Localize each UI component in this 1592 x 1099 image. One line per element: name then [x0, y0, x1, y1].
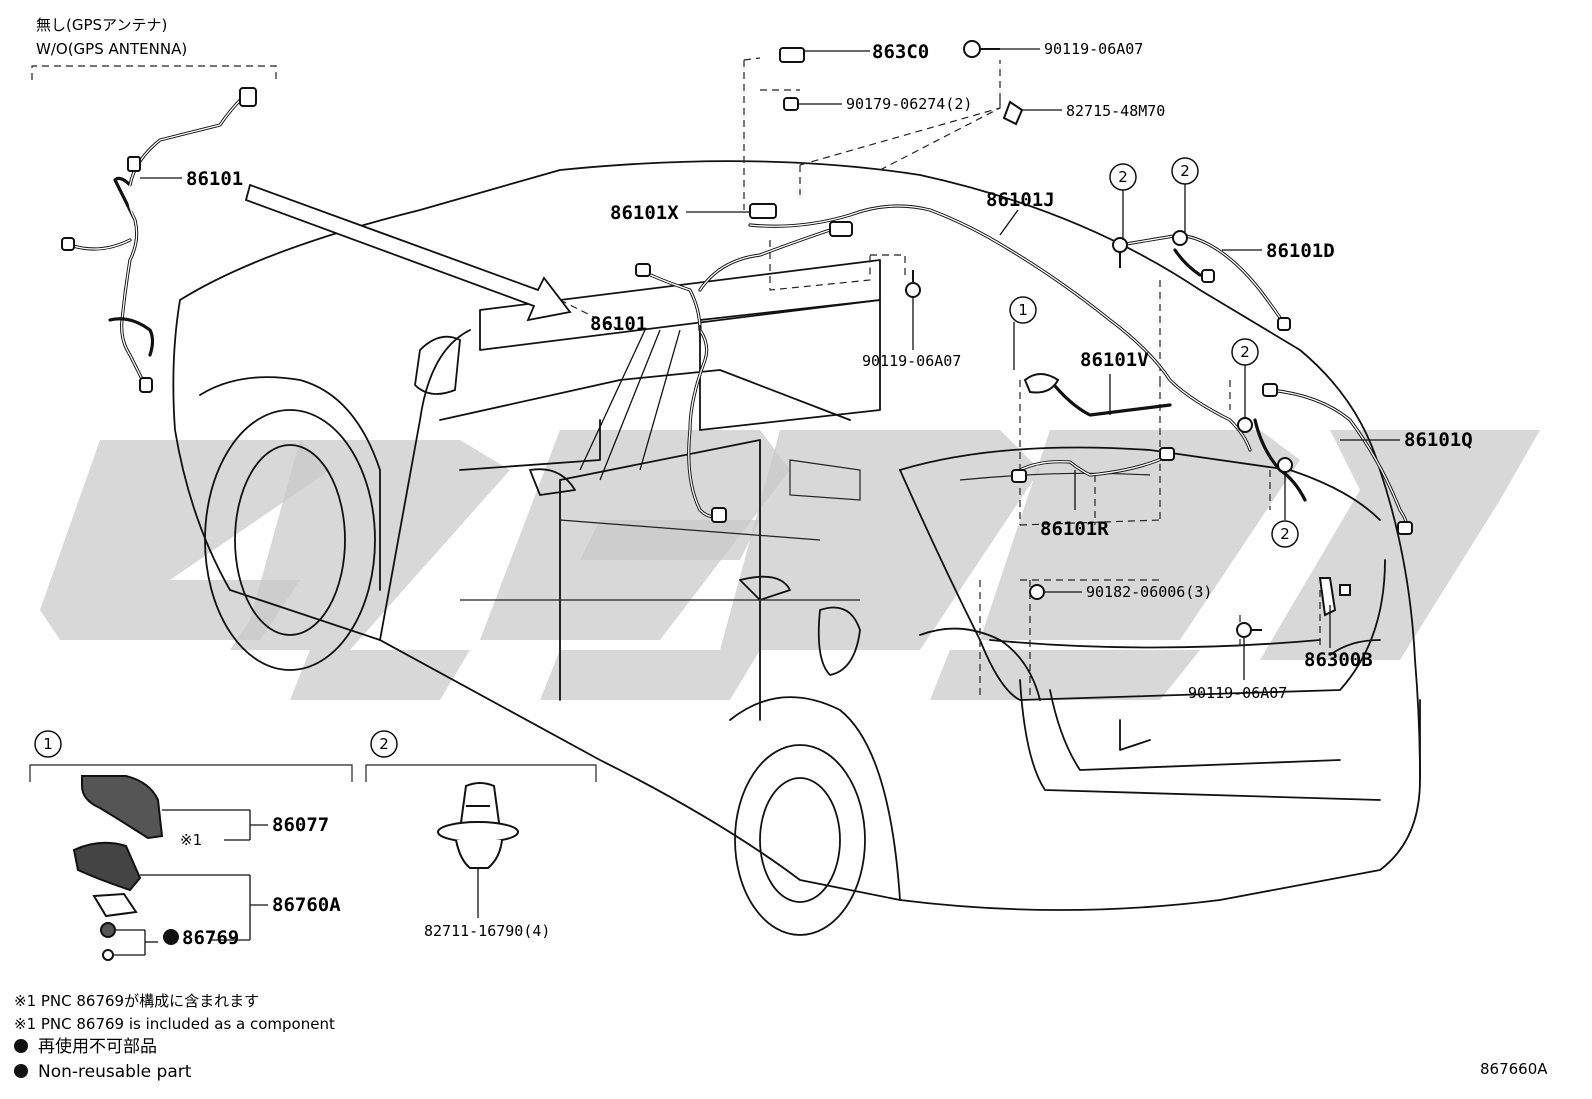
variant-label-jp: 無し(GPSアンテナ) — [36, 16, 167, 34]
non-reusable-dot — [163, 929, 179, 945]
part-90182-06006: 90182-06006(3) — [1086, 583, 1212, 601]
vehicle-body — [172, 160, 1421, 936]
part-82711-16790: 82711-16790(4) — [424, 922, 550, 940]
callout-circles: 1 2 2 2 2 — [1009, 157, 1299, 548]
footnote-en-nonreuse: Non-reusable part — [38, 1062, 192, 1082]
locator-arrows — [244, 183, 572, 322]
variant-label-en: W/O(GPS ANTENNA) — [36, 40, 187, 58]
part-labels: 863C0 90119-06A07 90179-06274(2) 82715-4… — [186, 40, 1473, 702]
detail-2-clip: 2 82711-16790(4) — [365, 730, 597, 940]
part-86300B: 86300B — [1304, 649, 1373, 671]
non-reusable-dot — [14, 1039, 28, 1053]
part-86101V: 86101V — [1080, 349, 1149, 371]
svg-text:2: 2 — [379, 735, 389, 753]
non-reusable-dot — [14, 1064, 28, 1078]
small-parts — [61, 40, 1413, 638]
part-86101X: 86101X — [610, 202, 679, 224]
part-863C0: 863C0 — [872, 41, 929, 63]
part-86101Q: 86101Q — [1404, 429, 1473, 451]
svg-text:2: 2 — [1180, 162, 1190, 180]
callout-2-b: 2 — [1171, 157, 1199, 185]
part-86101-gps: 86101 — [186, 168, 243, 190]
callout-2-a: 2 — [1109, 163, 1137, 191]
watermark-logo — [40, 430, 1540, 700]
part-90119-06A07-mid: 90119-06A07 — [862, 352, 961, 370]
footnote-jp-included: ※1 PNC 86769が構成に含まれます — [14, 992, 259, 1010]
antenna-cables — [68, 93, 1409, 532]
part-86101D: 86101D — [1266, 240, 1335, 262]
ref-mark: ※1 — [180, 831, 202, 849]
part-86077: 86077 — [272, 814, 329, 836]
part-90119-06A07-bottom: 90119-06A07 — [1188, 684, 1287, 702]
callout-1-main: 1 — [1009, 296, 1037, 324]
footnotes: ※1 PNC 86769が構成に含まれます ※1 PNC 86769 is in… — [14, 992, 1548, 1082]
footnote-en-included: ※1 PNC 86769 is included as a component — [14, 1015, 335, 1033]
svg-text:2: 2 — [1280, 525, 1290, 543]
part-86760A: 86760A — [272, 894, 341, 916]
part-90119-06A07-top: 90119-06A07 — [1044, 40, 1143, 58]
svg-text:1: 1 — [43, 735, 53, 753]
part-90179-06274: 90179-06274(2) — [846, 95, 972, 113]
svg-text:1: 1 — [1018, 301, 1028, 319]
part-86101J: 86101J — [986, 189, 1055, 211]
svg-text:2: 2 — [1240, 343, 1250, 361]
part-86101R: 86101R — [1040, 518, 1109, 540]
figure-id: 867660A — [1480, 1060, 1548, 1078]
label-leaders — [140, 48, 1400, 680]
footnote-jp-nonreuse: 再使用不可部品 — [38, 1036, 157, 1057]
part-82715-48M70: 82715-48M70 — [1066, 102, 1165, 120]
callout-2-c: 2 — [1231, 338, 1259, 366]
svg-text:2: 2 — [1118, 168, 1128, 186]
part-86101-center: 86101 — [590, 313, 647, 335]
detail-1-shark-fin-antenna: 1 ※1 86077 86760A 86769 — [29, 730, 353, 961]
gps-variant-header: 無し(GPSアンテナ) W/O(GPS ANTENNA) — [31, 16, 277, 80]
part-86769: 86769 — [182, 927, 239, 949]
callout-2-d: 2 — [1271, 520, 1299, 548]
